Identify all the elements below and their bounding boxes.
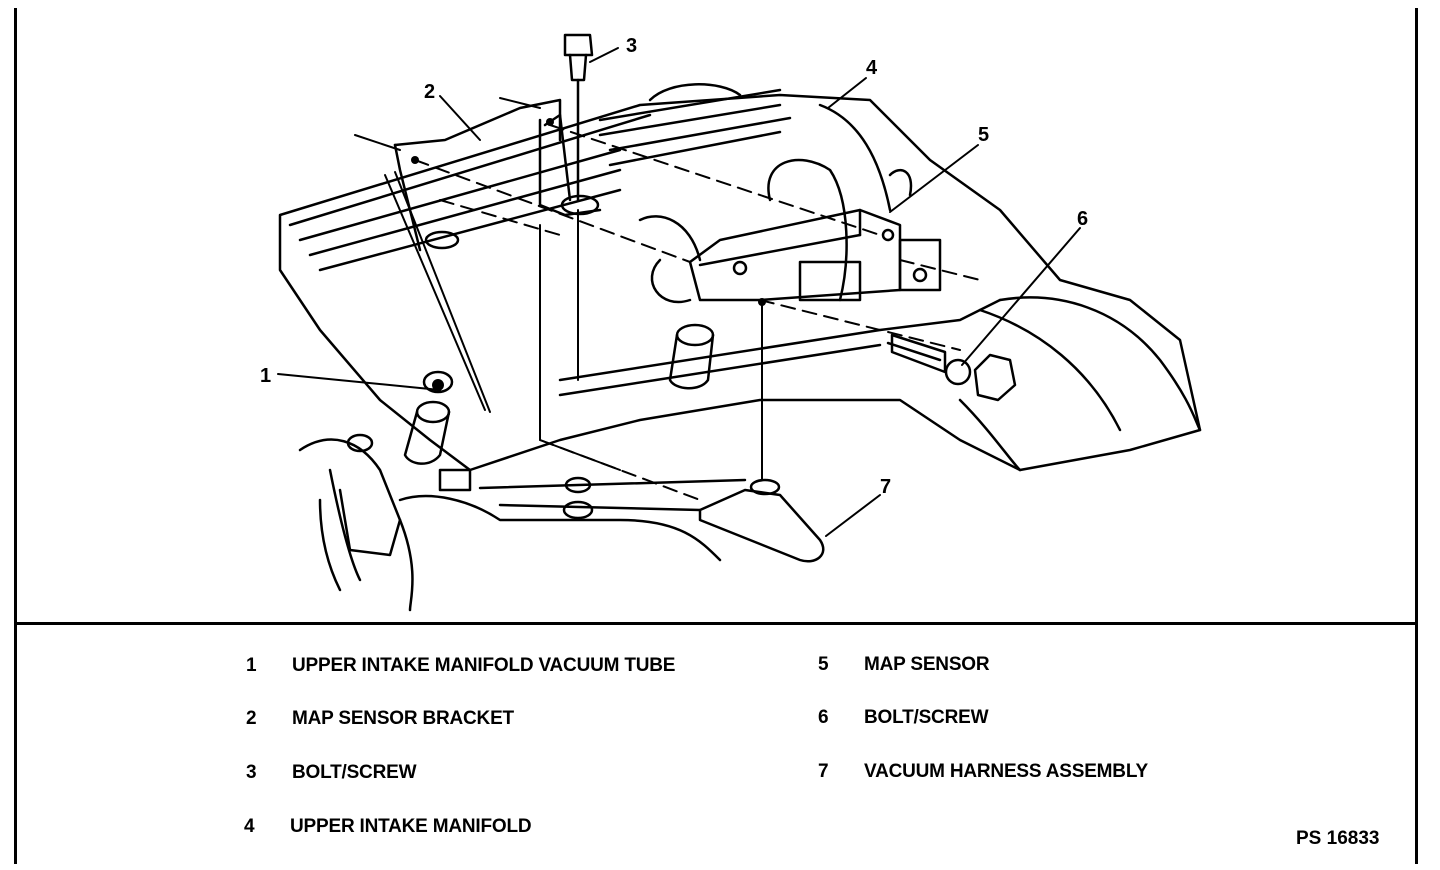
legend-number: 1 [246, 655, 257, 676]
legend-label: BOLT/SCREW [864, 707, 989, 728]
vacuum-tube-fitting-drawing [346, 323, 715, 465]
leader-line-4 [827, 77, 867, 109]
legend-label: UPPER INTAKE MANIFOLD [290, 816, 532, 837]
legend-label: UPPER INTAKE MANIFOLD VACUUM TUBE [292, 655, 676, 676]
legend-label: MAP SENSOR BRACKET [292, 708, 514, 729]
bolt-screw-3-drawing [563, 33, 594, 202]
callout-5: 5 [978, 124, 989, 146]
figure-code: PS 16833 [1296, 828, 1380, 849]
legend-number: 4 [244, 816, 255, 837]
leader-line-3 [589, 47, 619, 63]
legend-number: 7 [818, 761, 829, 782]
diagram-frame [14, 8, 1418, 864]
callout-6: 6 [1077, 208, 1088, 230]
callout-3: 3 [626, 35, 637, 57]
legend-number: 6 [818, 707, 829, 728]
vacuum-harness-assembly-drawing [478, 476, 825, 563]
legend-number: 5 [818, 654, 829, 675]
lower-manifold-drawing [298, 438, 722, 612]
leader-line-2 [439, 95, 481, 141]
map-sensor-drawing [688, 169, 942, 302]
legend-label: VACUUM HARNESS ASSEMBLY [864, 761, 1148, 782]
exploded-view-illustration: 1 2 3 4 5 6 7 [260, 33, 1202, 612]
legend-divider [14, 622, 1418, 625]
legend-number: 2 [246, 708, 257, 729]
callout-7: 7 [880, 476, 891, 498]
callout-2: 2 [424, 81, 435, 103]
leader-line-5 [889, 144, 979, 213]
legend-label: BOLT/SCREW [292, 762, 417, 783]
legend-label: MAP SENSOR [864, 654, 990, 675]
callout-1: 1 [260, 365, 271, 387]
legend-number: 3 [246, 762, 257, 783]
bolt-screw-6-drawing [886, 333, 1017, 402]
leader-line-7 [825, 494, 881, 537]
leader-line-6 [961, 227, 1081, 366]
map-sensor-bracket-drawing [393, 98, 602, 252]
leader-line-1 [277, 373, 441, 391]
callout-4: 4 [866, 57, 878, 79]
